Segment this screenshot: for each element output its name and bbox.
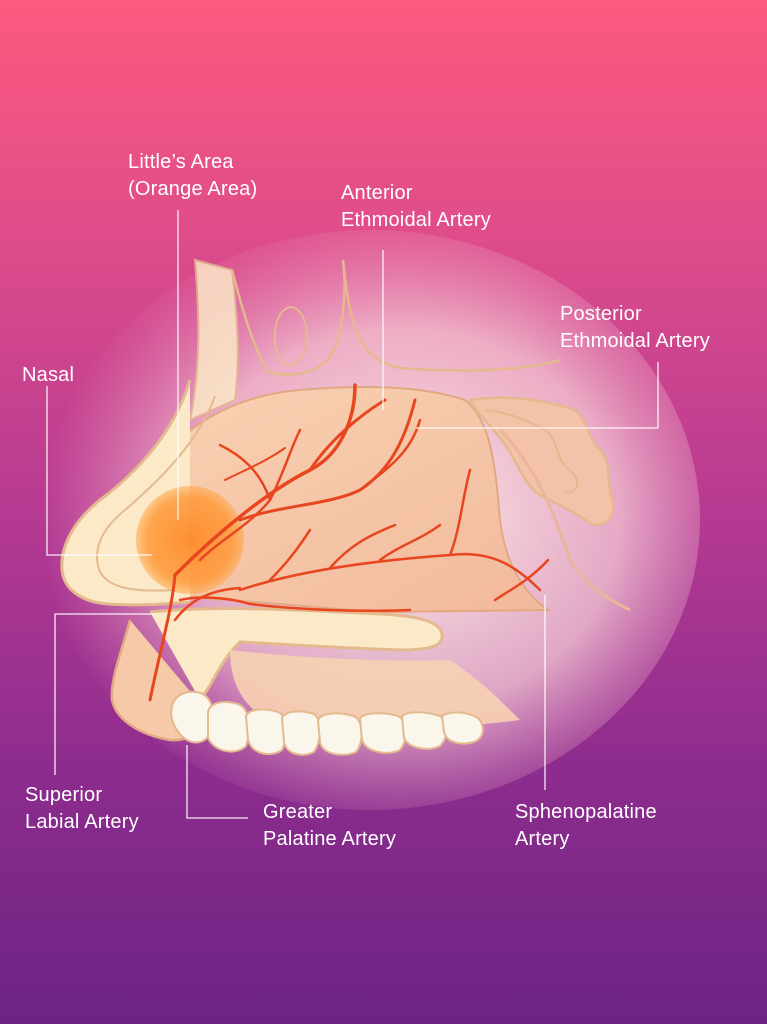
label-sphenopalatine-line1: Sphenopalatine	[515, 801, 657, 823]
sinus-inner	[273, 306, 308, 367]
label-anterior-ethmoidal-line2: Ethmoidal Artery	[341, 209, 491, 231]
posterior-bone	[467, 396, 615, 526]
label-superior-labial-line2: Labial Artery	[25, 811, 139, 833]
hard-palate	[149, 607, 444, 702]
label-sphenopalatine-artery: Sphenopalatine Artery	[515, 799, 657, 853]
oral-tissue	[230, 650, 520, 729]
label-posterior-ethmoidal-artery: Posterior Ethmoidal Artery	[560, 301, 710, 355]
teeth	[170, 690, 484, 756]
label-superior-labial-line1: Superior	[25, 784, 103, 806]
frontal-bone	[188, 258, 239, 422]
posterior-wall	[498, 428, 631, 612]
label-anterior-ethmoidal-artery: Anterior Ethmoidal Artery	[341, 180, 491, 234]
nose-inner-line	[96, 395, 216, 592]
label-greater-palatine-line2: Palatine Artery	[263, 828, 397, 850]
littles-area-highlight	[136, 486, 244, 594]
leader-superior-labial	[54, 613, 155, 775]
label-anterior-ethmoidal-line1: Anterior	[341, 182, 413, 204]
label-superior-labial-artery: Superior Labial Artery	[25, 782, 139, 836]
upper-roof-bone	[341, 259, 561, 372]
artery-network	[148, 383, 550, 702]
leader-lines	[46, 210, 659, 819]
label-posterior-ethmoidal-line1: Posterior	[560, 303, 642, 325]
label-posterior-ethmoidal-line2: Ethmoidal Artery	[560, 330, 710, 352]
label-littles-area-line2: (Orange Area)	[128, 178, 258, 200]
label-sphenopalatine-line2: Artery	[515, 828, 570, 850]
leader-greater-palatine	[186, 745, 248, 819]
leader-posterior-ethmoidal	[416, 362, 659, 429]
leader-nasal	[46, 386, 152, 556]
label-nasal-line1: Nasal	[22, 364, 75, 386]
sinus-bone-outline	[230, 259, 346, 376]
label-littles-area: Little’s Area (Orange Area)	[128, 149, 257, 203]
label-nasal: Nasal	[22, 362, 74, 389]
label-greater-palatine-line1: Greater	[263, 801, 333, 823]
posterior-bone-inner	[484, 409, 579, 494]
label-littles-area-line1: Little’s Area	[128, 151, 234, 173]
label-greater-palatine-artery: Greater Palatine Artery	[263, 799, 396, 853]
